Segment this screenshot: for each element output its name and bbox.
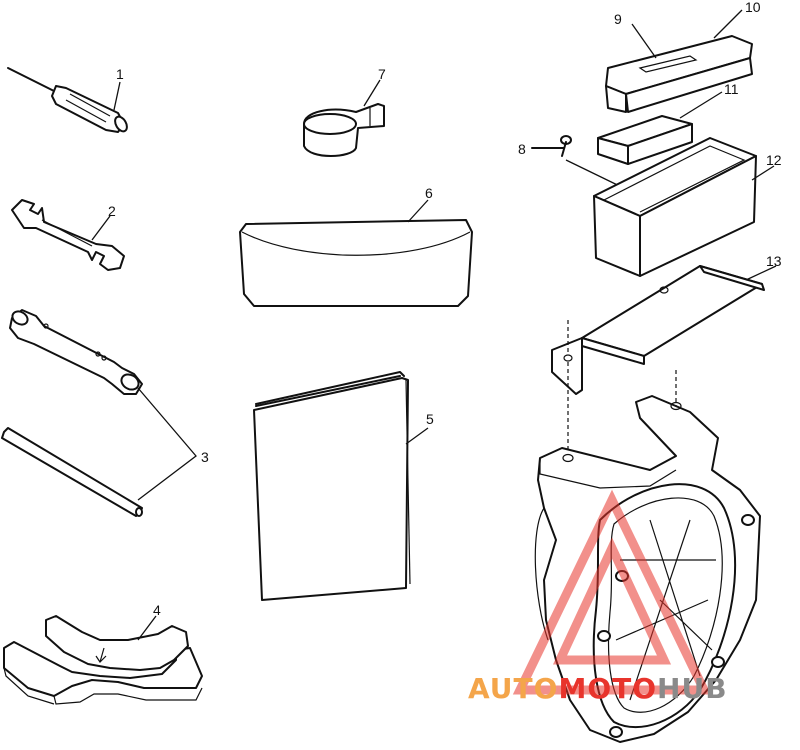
watermark-text-hub: HUB bbox=[657, 672, 728, 705]
callout-7: 7 bbox=[378, 66, 386, 82]
leader-1 bbox=[113, 81, 121, 111]
watermark-text: AUTOMOTOHUB bbox=[468, 672, 728, 705]
callout-2: 2 bbox=[108, 203, 116, 219]
box-spanner-icon bbox=[9, 309, 143, 395]
watermark-triangle-icon bbox=[512, 489, 712, 695]
strap-roll-icon bbox=[303, 103, 385, 157]
leader-3 bbox=[137, 387, 197, 501]
box-lid-icon bbox=[605, 35, 753, 113]
foam-pad-icon bbox=[597, 115, 693, 165]
watermark-text-auto: AUTO bbox=[468, 672, 558, 705]
leader-4 bbox=[137, 615, 157, 641]
callout-9: 9 bbox=[614, 11, 622, 27]
callout-3: 3 bbox=[201, 449, 209, 465]
leader-5 bbox=[405, 427, 429, 445]
leader-13 bbox=[745, 265, 777, 281]
leader-2 bbox=[91, 215, 111, 241]
callout-6: 6 bbox=[425, 185, 433, 201]
leader-11 bbox=[679, 91, 723, 119]
screwdriver-icon bbox=[7, 67, 128, 133]
callout-1: 1 bbox=[116, 66, 124, 82]
screw-icon bbox=[531, 135, 572, 157]
tool-pouch-icon bbox=[239, 219, 473, 307]
callout-12: 12 bbox=[766, 152, 782, 168]
callout-10: 10 bbox=[745, 0, 761, 15]
leader-6 bbox=[407, 199, 429, 223]
mounting-bracket-icon bbox=[551, 265, 765, 450]
tommy-bar-icon bbox=[1, 427, 143, 517]
wrench-icon bbox=[11, 199, 125, 271]
callout-4: 4 bbox=[153, 602, 161, 618]
callout-5: 5 bbox=[426, 411, 434, 427]
leader-9 bbox=[631, 23, 657, 59]
leader-7 bbox=[363, 79, 381, 107]
clutch-tool-icon bbox=[3, 615, 203, 705]
callout-8: 8 bbox=[518, 141, 526, 157]
callout-13: 13 bbox=[766, 253, 782, 269]
tool-box-icon bbox=[593, 137, 757, 277]
manual-book-icon bbox=[253, 371, 411, 601]
callout-11: 11 bbox=[724, 81, 739, 97]
leader-12 bbox=[751, 165, 775, 181]
watermark-logo: AUTOMOTOHUB bbox=[468, 489, 728, 705]
watermark-text-moto: MOTO bbox=[558, 672, 657, 705]
leader-10 bbox=[713, 9, 743, 39]
